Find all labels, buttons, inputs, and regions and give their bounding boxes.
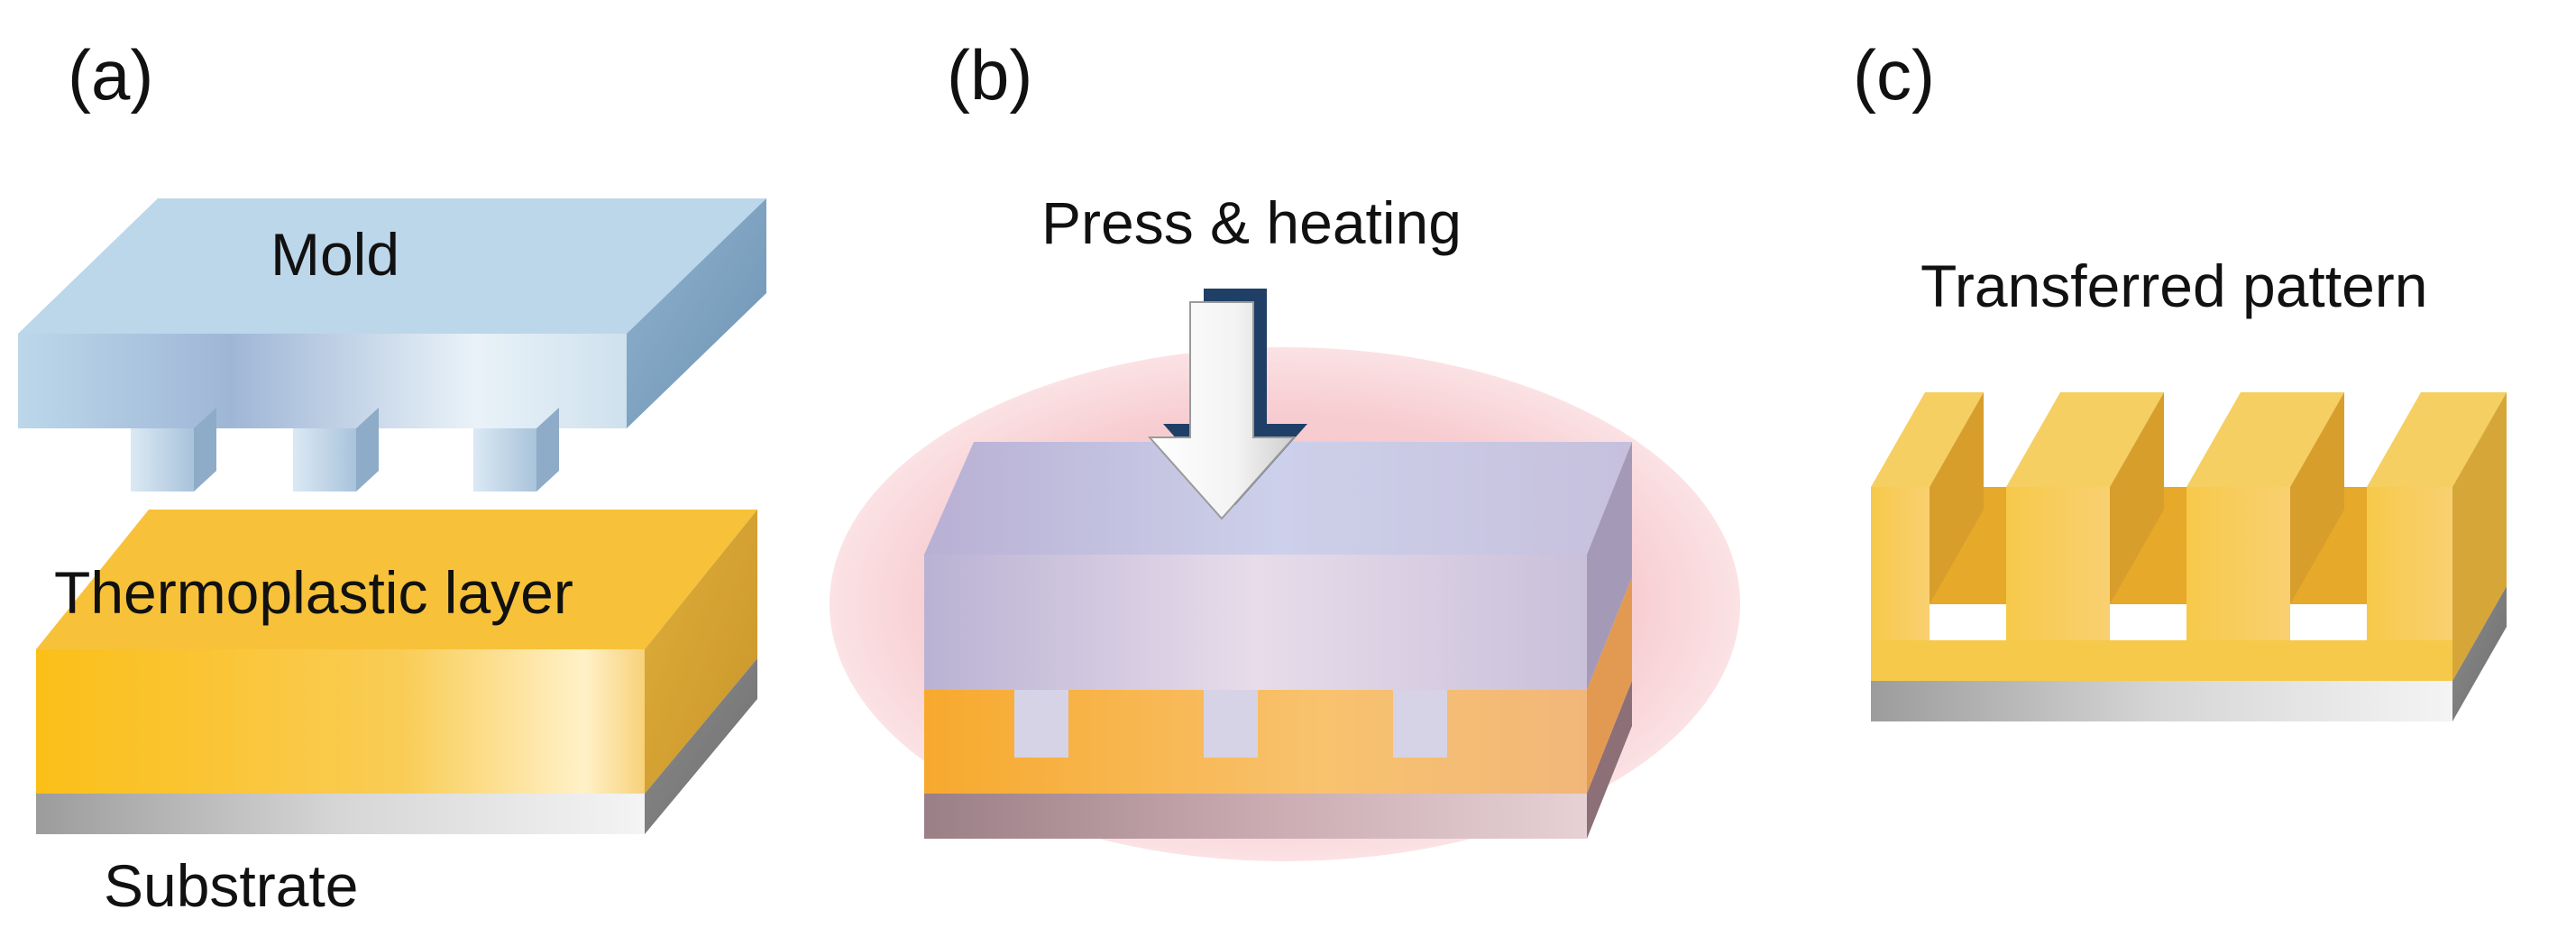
ridge-front (2367, 487, 2452, 640)
thermoplastic-front-face (36, 649, 645, 794)
panel-a-label: (a) (68, 35, 153, 115)
pressed-stack (924, 442, 1632, 839)
pressed-mold-front-face (924, 555, 1587, 690)
press-arrow-icon (1147, 289, 1307, 520)
thermoplastic-block (36, 510, 757, 794)
mold-top-face (18, 198, 766, 334)
panel-c: (c) Transferred pattern (1853, 35, 2507, 721)
mold-side-face (627, 198, 766, 428)
ridge-front (2006, 487, 2110, 640)
thermoplastic-side-face (645, 510, 757, 794)
mold-block (18, 198, 766, 428)
substrate-front-face (36, 794, 645, 834)
pressed-substrate-side (1587, 681, 1632, 839)
embedded-pillar (1393, 690, 1447, 758)
thermoplastic-label: Thermoplastic layer (54, 559, 573, 626)
embedded-pillar (1014, 690, 1068, 758)
mold-front-face (18, 334, 627, 428)
panel-b-label: (b) (947, 35, 1032, 115)
pressed-mold-side-face (1587, 442, 1632, 690)
pattern-substrate-front (1871, 681, 2452, 721)
transferred-pattern-caption: Transferred pattern (1921, 253, 2427, 319)
mold-pillars (131, 408, 559, 491)
substrate-label: Substrate (104, 852, 359, 919)
pressed-mold-top-face (924, 442, 1632, 555)
ridge-front (1871, 487, 1930, 640)
substrate-side-face (645, 658, 757, 834)
substrate-block (36, 658, 757, 834)
panel-b: (b) Press & heating (830, 35, 1740, 861)
mold-label: Mold (270, 221, 399, 288)
pattern-substrate-side (2452, 586, 2507, 721)
pressed-substrate-front (924, 794, 1587, 839)
panel-c-label: (c) (1853, 35, 1935, 115)
press-heating-caption: Press & heating (1041, 189, 1462, 256)
pressed-thermoplastic-side (1587, 577, 1632, 794)
ridge-front (2186, 487, 2290, 640)
embedded-pillar (1204, 690, 1258, 758)
thermoplastic-top-face (36, 510, 757, 649)
pattern-side-face (2452, 392, 2507, 681)
patterned-substrate (1871, 586, 2507, 721)
pattern-base-front (1871, 640, 2452, 681)
panel-a: (a) Mold Thermoplastic layer (18, 35, 766, 919)
patterned-block (1871, 392, 2507, 681)
